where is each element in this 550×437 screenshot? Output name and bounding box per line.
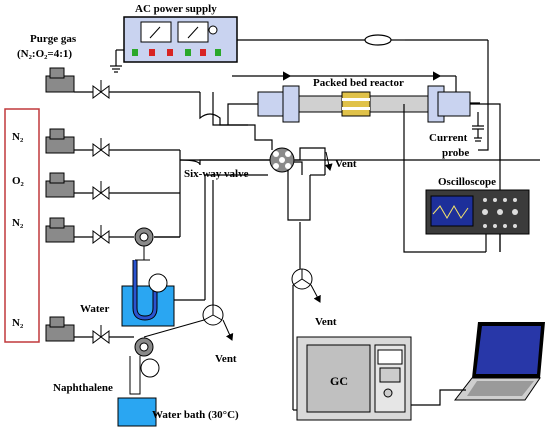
ac-power-supply: AC power supply (123, 3, 238, 63)
gas-label-n2-a: N₂ (12, 131, 24, 143)
three-way-valve-naphthalene (134, 337, 154, 357)
naphthalene-saturator (117, 356, 160, 427)
gas-label-n2-c: N₂ (12, 317, 24, 329)
water-bath-label: Water bath (30°C) (152, 409, 239, 421)
six-way-lines (287, 147, 326, 270)
oscilloscope (425, 189, 530, 235)
ground-symbol (110, 49, 124, 73)
valve-purge (92, 80, 110, 99)
valve-n2-c (92, 325, 110, 344)
valve-n2-a (92, 138, 110, 157)
reactor-lines (212, 71, 540, 161)
three-way-valve-water (134, 227, 154, 247)
gas-supply-box (4, 108, 40, 343)
mfc-purge (45, 67, 75, 93)
gas-label-o2: O₂ (12, 175, 25, 187)
oscilloscope-label: Oscilloscope (438, 176, 496, 188)
hv-cable (237, 34, 489, 110)
oscilloscope-leads (485, 234, 501, 252)
current-probe-label-2: probe (442, 147, 469, 159)
gc-label: GC (330, 374, 348, 388)
gas-lines (74, 91, 273, 338)
packed-bed-reactor (257, 85, 480, 123)
laptop-computer (453, 322, 545, 401)
water-lines (154, 174, 268, 305)
water-saturator (121, 246, 175, 327)
six-way-valve (269, 147, 295, 173)
vent-bottom-label: Vent (315, 316, 337, 328)
gc-computer-cable (411, 389, 466, 406)
gas-label-n2-b: N₂ (12, 217, 24, 229)
ac-power-supply-label: AC power supply (135, 3, 217, 15)
water-label: Water (80, 303, 109, 315)
naphthalene-label: Naphthalene (53, 382, 113, 394)
valve-o2 (92, 181, 110, 200)
current-probe-label-1: Current (429, 132, 468, 144)
mfc-n2-c (45, 316, 75, 342)
mfc-n2-b (45, 217, 75, 243)
valve-n2-b (92, 225, 110, 244)
six-way-valve-label: Six-way valve (184, 168, 249, 180)
vent-middle-label: Vent (215, 353, 237, 365)
purge-gas-label: Purge gas (30, 33, 77, 45)
vent-right-label: Vent (335, 158, 357, 170)
reactor-label: Packed bed reactor (313, 77, 404, 89)
purge-gas-ratio-label: (N₂:O₂=4:1) (17, 48, 72, 60)
three-way-valve-middle (202, 304, 224, 326)
three-way-valve-gc (291, 268, 313, 290)
mfc-n2-a (45, 128, 75, 154)
gc-instrument (296, 336, 412, 421)
mfc-o2 (45, 172, 75, 198)
